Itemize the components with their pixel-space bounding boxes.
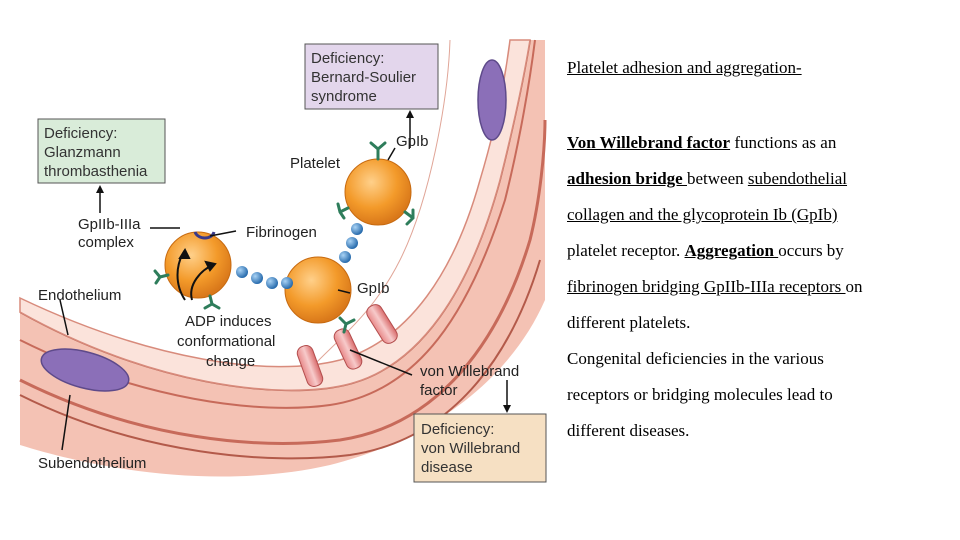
label-endothelium: Endothelium [38,287,121,304]
notes-line-6: different platelets. [567,313,691,332]
box-bernard-soulier: Deficiency: Bernard-Soulier syndrome [304,43,439,110]
label-gpiib-iiia: GpIIb-IIIa [78,216,141,233]
leader-lines [59,110,511,451]
platelet-adhesion-diagram: Deficiency: Bernard-Soulier syndrome Def… [19,39,547,483]
label-platelet: Platelet [290,155,341,172]
platelet-left [164,231,232,299]
label-gpib-top: GpIb [396,133,429,150]
platelet-top [344,158,412,226]
gpiib-iiia-receptor [193,231,216,240]
label-adp-2: conformational [177,333,275,350]
svg-text:Deficiency:: Deficiency: [311,50,384,67]
vwf-molecules [296,304,398,387]
fibrinogen-chain [236,223,363,289]
label-gpib-mid: GpIb [357,280,390,297]
svg-text:Bernard-Soulier: Bernard-Soulier [311,69,416,86]
svg-text:syndrome: syndrome [311,88,377,105]
notes-line-8: receptors or bridging molecules lead to [567,385,833,404]
notes-line-9: different diseases. [567,421,690,440]
label-fibrinogen: Fibrinogen [246,224,317,241]
box-glanzmann: Deficiency: Glanzmann thrombasthenia [37,118,166,184]
adp-arrows [176,247,217,301]
endothelial-nucleus-right [477,59,507,141]
notes-line-3: collagen and the glycoprotein Ib (GpIb) [567,205,838,224]
svg-text:von Willebrand: von Willebrand [421,440,520,457]
notes-title: Platelet adhesion and aggregation- [567,58,802,77]
label-subendothelium: Subendothelium [38,455,146,472]
label-vwf-1: von Willebrand [420,363,519,380]
platelet-middle [284,256,352,324]
notes-line-1: Von Willebrand factor functions as an [567,133,837,152]
label-adp-3: change [206,353,255,370]
svg-text:Glanzmann: Glanzmann [44,144,121,161]
notes-line-2: adhesion bridge between subendothelial [567,169,848,188]
receptors [153,141,415,334]
svg-text:Deficiency:: Deficiency: [44,125,117,142]
notes-line-4: platelet receptor. Aggregation occurs by [567,241,844,260]
svg-text:thrombasthenia: thrombasthenia [44,163,148,180]
label-complex: complex [78,234,134,251]
label-vwf-2: factor [420,382,458,399]
endothelial-nucleus-left [40,348,130,392]
svg-text:Deficiency:: Deficiency: [421,421,494,438]
label-adp-1: ADP induces [185,313,271,330]
notes-line-7: Congenital deficiencies in the various [567,349,824,368]
svg-text:disease: disease [421,459,473,476]
box-von-willebrand-disease: Deficiency: von Willebrand disease [413,413,547,483]
notes-line-5: fibrinogen bridging GpIIb-IIIa receptors… [567,277,863,296]
